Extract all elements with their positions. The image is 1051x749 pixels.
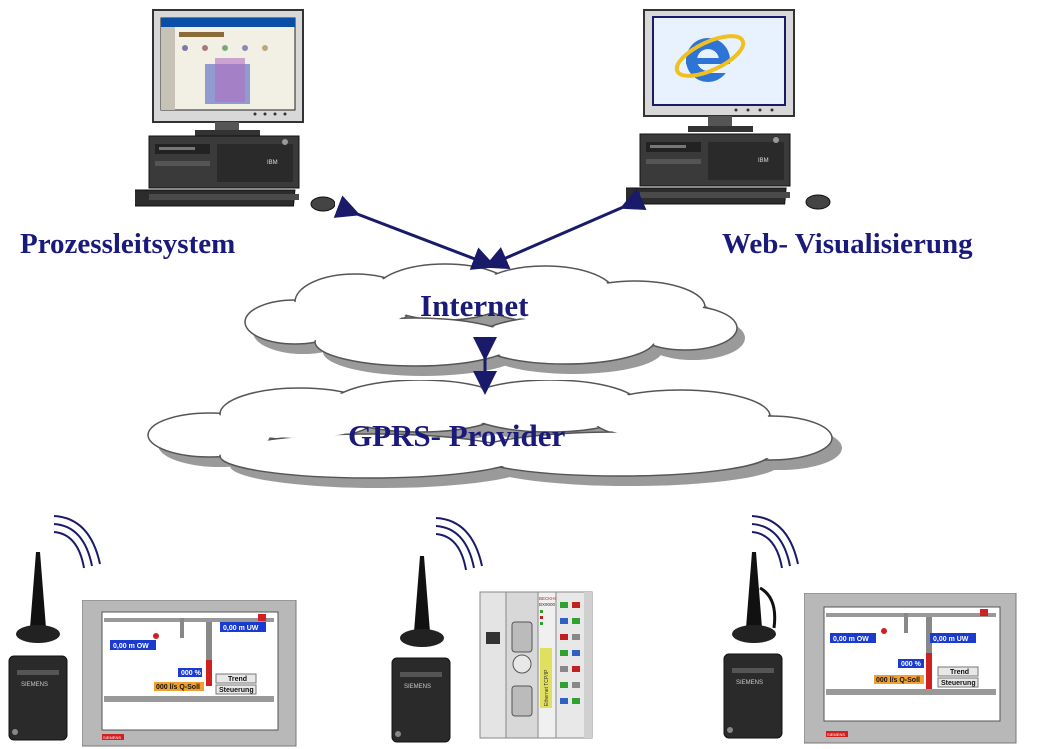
signal-waves-middle-icon: [435, 517, 483, 571]
left-workstation: IBM: [135, 9, 335, 212]
hmi-right-control-button[interactable]: Steuerung: [941, 680, 976, 687]
hmi-panel-left: 0,00 m OW 0,00 m UW 000 % 000 l/s Q-Soll…: [82, 600, 297, 747]
hmi-right-q-soll: 000 l/s Q-Soll: [876, 677, 920, 684]
hmi-right-trend-button[interactable]: Trend: [950, 669, 969, 676]
internet-label: Internet: [420, 288, 529, 323]
modem-left: SIEMENS: [8, 655, 68, 741]
arrow-right-pc-internet: [483, 188, 647, 270]
hmi-right-brand: SIEMENS: [827, 732, 845, 737]
hmi-left-uw-value: 0,00 m UW: [223, 625, 259, 632]
hmi-left-brand: SIEMENS: [103, 735, 121, 740]
hmi-left-trend-button[interactable]: Trend: [228, 676, 247, 683]
right-pc-brand: IBM: [758, 158, 769, 164]
arrow-left-pc-internet: [333, 195, 497, 270]
right-workstation: IBM: [626, 9, 831, 210]
hmi-right-uw-value: 0,00 m UW: [933, 636, 969, 643]
plc-controller: BECKHOFF BX9000 Ethernet TCP/IP: [479, 591, 593, 739]
hmi-panel-right: 0,00 m OW 0,00 m UW 000 % 000 l/s Q-Soll…: [804, 593, 1017, 744]
plc-brand: BECKHOFF: [539, 596, 564, 601]
signal-waves-left-icon: [53, 515, 101, 569]
internet-cloud: [244, 263, 745, 376]
gprs-cloud: [147, 380, 842, 488]
antenna-middle-icon: [400, 556, 444, 647]
browser-logo-icon: [674, 34, 746, 82]
modem-middle: SIEMENS: [391, 657, 451, 743]
modem-right-brand: SIEMENS: [736, 680, 763, 686]
modem-middle-brand: SIEMENS: [404, 684, 431, 690]
plc-side-label: Ethernet TCP/IP: [544, 669, 550, 706]
right-station-label: Web- Visualisierung: [722, 228, 973, 260]
hmi-left-q-soll: 000 l/s Q-Soll: [156, 684, 200, 691]
plc-model: BX9000: [539, 602, 556, 607]
hmi-left-ow-value: 0,00 m OW: [113, 643, 149, 650]
modem-left-brand: SIEMENS: [21, 682, 48, 688]
signal-waves-right-icon: [751, 515, 799, 569]
hmi-right-ow-value: 0,00 m OW: [833, 636, 869, 643]
gprs-provider-label: GPRS- Provider: [348, 418, 566, 453]
hmi-right-percent: 000 %: [901, 661, 922, 668]
left-pc-brand: IBM: [267, 160, 278, 166]
antenna-right-icon: [732, 552, 777, 643]
hmi-left-percent: 000 %: [181, 670, 202, 677]
left-station-label: Prozessleitsystem: [20, 228, 236, 260]
modem-right: SIEMENS: [723, 653, 783, 739]
hmi-left-control-button[interactable]: Steuerung: [219, 687, 254, 694]
antenna-left-icon: [16, 552, 60, 643]
